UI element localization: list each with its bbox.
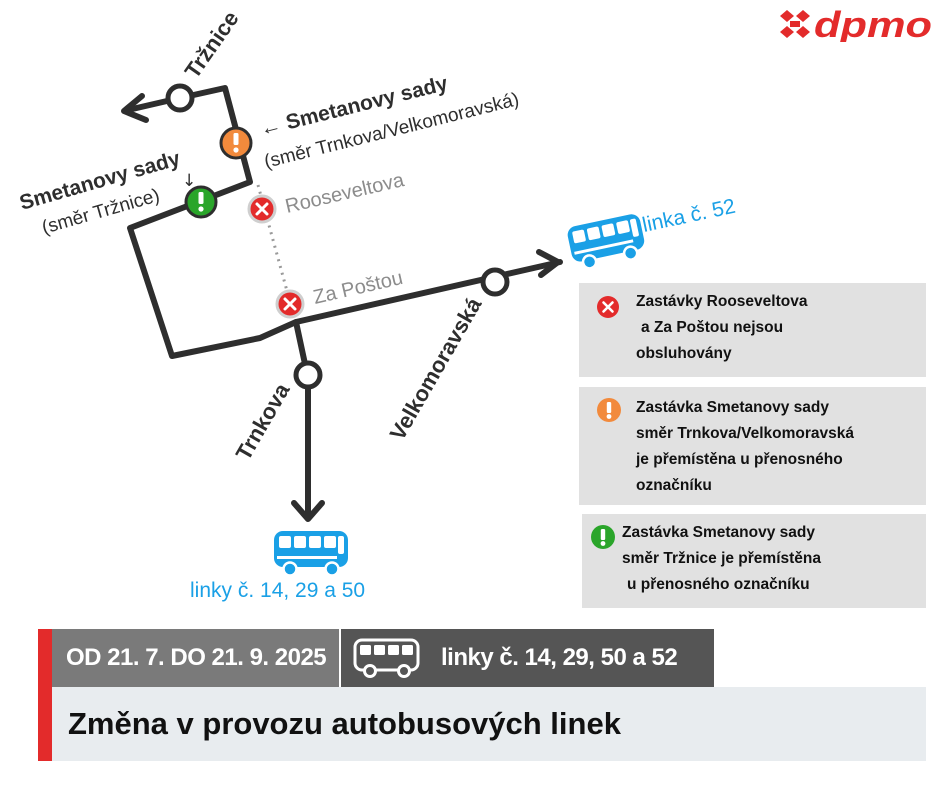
moved-stop-orange-icon-legend bbox=[597, 398, 621, 422]
arrow-down-icon: ↓ bbox=[182, 171, 196, 191]
dpmo-logo: dpmo bbox=[780, 6, 932, 42]
banner-date-range: OD 21. 7. DO 21. 9. 2025 bbox=[52, 629, 339, 687]
moved-stop-green-icon-legend bbox=[591, 525, 615, 549]
bus-icon-east bbox=[564, 211, 649, 273]
street-label-trznice: Tržnice bbox=[180, 6, 244, 82]
banner-title: Změna v provozu autobusových linek bbox=[52, 687, 926, 761]
legend-orange-line-1: Zastávka Smetanovy sady bbox=[636, 399, 829, 416]
closed-stop-rooseveltova-icon bbox=[247, 194, 277, 224]
legend-closed-line-3: obsluhovány bbox=[636, 345, 732, 362]
closed-stop-icon bbox=[597, 296, 619, 318]
street-label-trnkova: Trnkova bbox=[231, 378, 295, 464]
banner-accent bbox=[38, 629, 52, 761]
banner-lines-label: linky č. 14, 29, 50 a 52 bbox=[441, 644, 678, 671]
street-label-velkomoravska: Velkomoravská bbox=[385, 293, 487, 445]
stop-trnkova bbox=[293, 360, 323, 390]
moved-stop-orange-icon bbox=[219, 126, 253, 160]
legend-orange-line-2: směr Trnkova/Velkomoravská bbox=[636, 425, 854, 442]
bus-icon-banner bbox=[353, 638, 420, 678]
legend-orange-line-4: označníku bbox=[636, 477, 712, 494]
legend-closed-stops: Zastávky Rooseveltova a Za Poštou nejsou… bbox=[579, 283, 926, 377]
legend-closed-line-2: a Za Poštou nejsou bbox=[641, 319, 784, 336]
route-arrowheads bbox=[121, 93, 561, 522]
bus-line-label-south: linky č. 14, 29 a 50 bbox=[190, 579, 365, 602]
legend-closed-line-1: Zastávky Rooseveltova bbox=[636, 293, 808, 310]
bus-line-label-east: linka č. 52 bbox=[640, 195, 737, 237]
legend-moved-orange: Zastávka Smetanovy sady směr Trnkova/Vel… bbox=[579, 387, 926, 505]
legend-orange-line-3: je přemístěna u přenosného bbox=[636, 451, 843, 468]
logo-text: dpmo bbox=[814, 6, 932, 42]
stop-label-rooseveltova: Rooseveltova bbox=[283, 169, 407, 218]
closed-stop-zapostou-icon bbox=[275, 289, 305, 319]
legend-green-line-1: Zastávka Smetanovy sady bbox=[622, 524, 815, 541]
stop-trznice bbox=[165, 83, 195, 113]
legend-green-line-3: u přenosného označníku bbox=[627, 576, 810, 593]
legend-moved-green: Zastávka Smetanovy sady směr Tržnice je … bbox=[582, 514, 926, 608]
banner-lines: linky č. 14, 29, 50 a 52 bbox=[341, 629, 714, 687]
moved-stop-green-icon bbox=[184, 185, 218, 219]
bus-icon-south bbox=[272, 529, 350, 577]
legend-green-line-2: směr Tržnice je přemístěna bbox=[622, 550, 822, 567]
stop-velkomoravska bbox=[480, 267, 510, 297]
